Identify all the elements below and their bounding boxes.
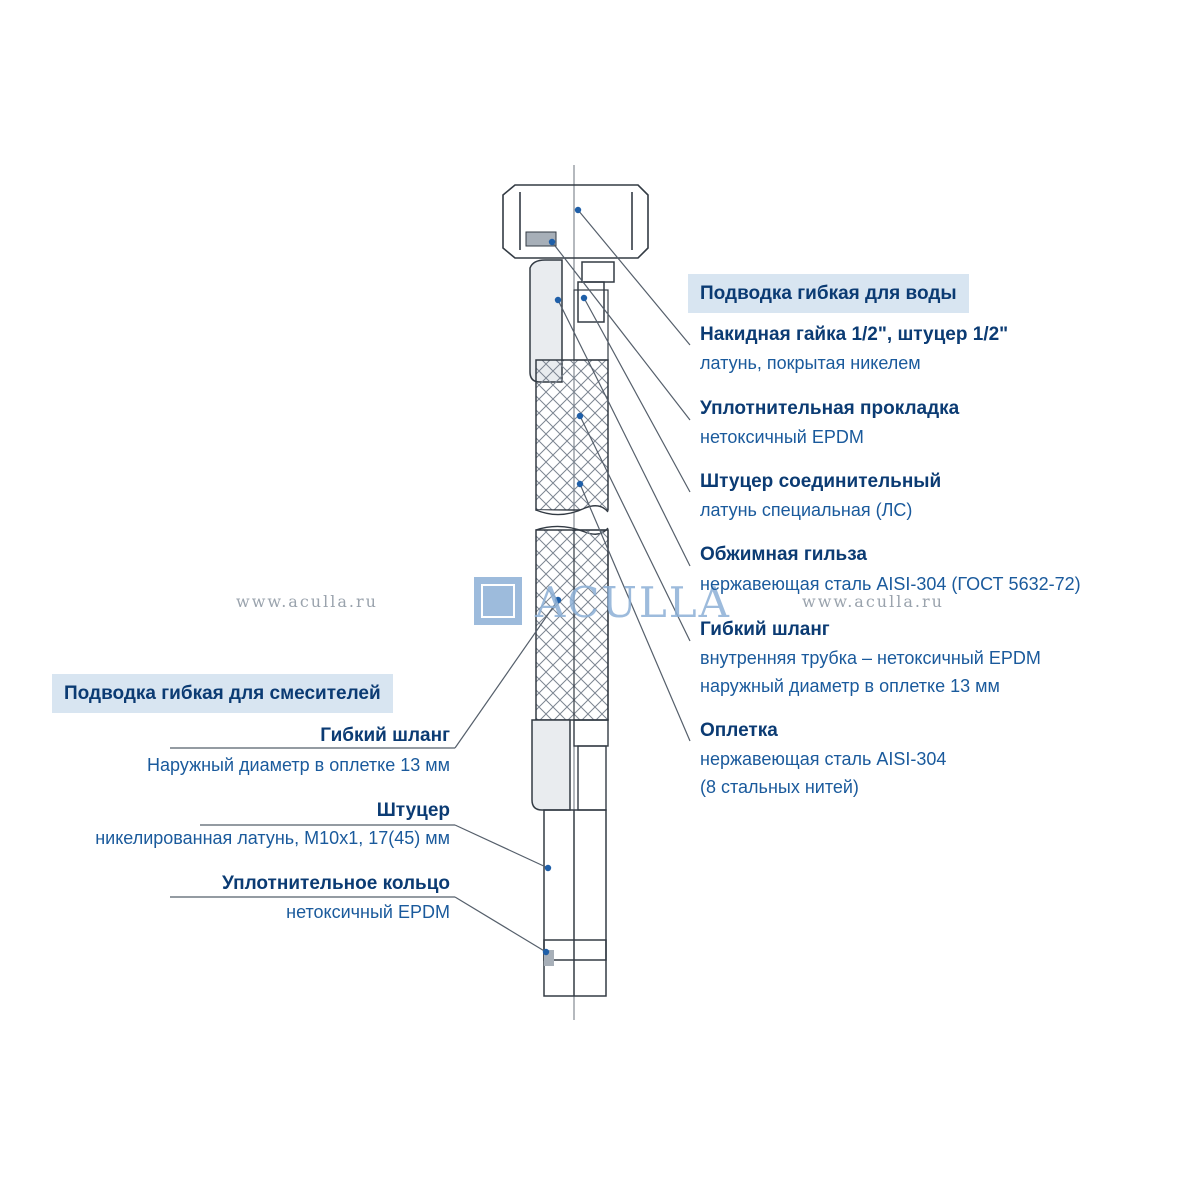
label-flex-hose-title: Гибкий шланг <box>700 619 830 640</box>
inner-tube-upper <box>573 289 609 361</box>
watermark-site-right: www.aculla.ru <box>802 592 944 611</box>
label-mixer-hose-desc: Наружный диаметр в оплетке 13 мм <box>147 755 450 775</box>
crimp-sleeve-lower <box>531 719 571 811</box>
label-braid-title: Оплетка <box>700 720 778 741</box>
mixer-hose-heading: Подводка гибкая для смесителей <box>52 674 393 713</box>
label-gasket-title: Уплотнительная прокладка <box>700 398 960 419</box>
braided-hose-upper <box>535 359 609 511</box>
label-seal-ring-title: Уплотнительное кольцо <box>222 873 450 894</box>
label-nipple-title: Штуцер <box>376 800 450 821</box>
fitting-collar <box>577 261 615 323</box>
label-union-nut-title: Накидная гайка 1/2", штуцер 1/2" <box>700 324 1009 345</box>
leader-lines-right <box>551 209 691 742</box>
sealing-ring <box>544 950 554 966</box>
watermark-site-left: www.aculla.ru <box>236 592 378 611</box>
label-seal-ring-desc: нетоксичный EPDM <box>286 902 450 922</box>
union-nut <box>502 184 649 259</box>
label-crimp-sleeve-desc: нержавеющая сталь AISI-304 (ГОСТ 5632-72… <box>700 574 1081 594</box>
lower-ring <box>573 719 609 747</box>
callout-dots <box>542 206 588 956</box>
threaded-nipple <box>543 809 607 997</box>
leader-lines-left <box>170 599 559 953</box>
braided-hose-lower <box>535 529 609 721</box>
label-nipple-desc: никелированная латунь, M10x1, 17(45) мм <box>95 828 450 848</box>
label-mixer-hose-title: Гибкий шланг <box>320 725 450 746</box>
label-gasket-desc: нетоксичный EPDM <box>700 427 864 447</box>
watermark-logo: ACULLA <box>535 578 731 627</box>
label-braid-desc-2: (8 стальных нитей) <box>700 777 859 797</box>
label-union-nut-desc: латунь, покрытая никелем <box>700 353 921 373</box>
label-braid-desc-1: нержавеющая сталь AISI-304 <box>700 749 947 769</box>
sealing-gasket <box>525 231 557 247</box>
label-crimp-sleeve-title: Обжимная гильза <box>700 544 867 565</box>
label-flex-hose-desc-2: наружный диаметр в оплетке 13 мм <box>700 676 1000 696</box>
label-connector-title: Штуцер соединительный <box>700 471 942 492</box>
label-connector-desc: латунь специальная (ЛС) <box>700 500 913 520</box>
lower-neck <box>577 745 607 811</box>
water-hose-heading: Подводка гибкая для воды <box>688 274 969 313</box>
watermark-logo-icon <box>474 577 522 625</box>
label-flex-hose-desc-1: внутренняя трубка – нетоксичный EPDM <box>700 648 1041 668</box>
